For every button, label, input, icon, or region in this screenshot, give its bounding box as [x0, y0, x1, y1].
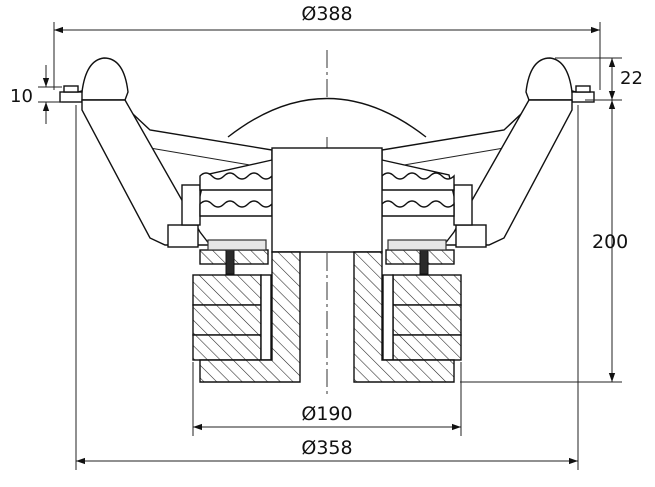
dimension-cutout-diameter: Ø358 — [75, 105, 579, 470]
mounting-flange — [59, 85, 595, 103]
dimension-mount-offset: 10 — [10, 65, 62, 124]
basket-frame — [81, 99, 573, 248]
flange-thickness-label: 22 — [620, 68, 643, 89]
magnet-stack — [192, 274, 462, 361]
dimension-outer-diameter: Ø388 — [53, 3, 601, 90]
cutout-diameter-label: Ø358 — [301, 437, 352, 459]
dust-cap — [227, 97, 427, 138]
spider — [199, 172, 455, 217]
mount-offset-label: 10 — [10, 86, 33, 107]
voice-coil-former — [271, 147, 383, 253]
surround — [69, 57, 585, 101]
pole-piece — [199, 251, 455, 383]
magnet-diameter-label: Ø190 — [301, 403, 352, 425]
dimension-magnet-diameter: Ø190 — [192, 362, 462, 436]
overall-depth-label: 200 — [592, 231, 628, 253]
dimension-overall-depth: 200 — [460, 99, 628, 383]
outer-diameter-label: Ø388 — [301, 3, 352, 25]
top-plate — [199, 239, 455, 275]
